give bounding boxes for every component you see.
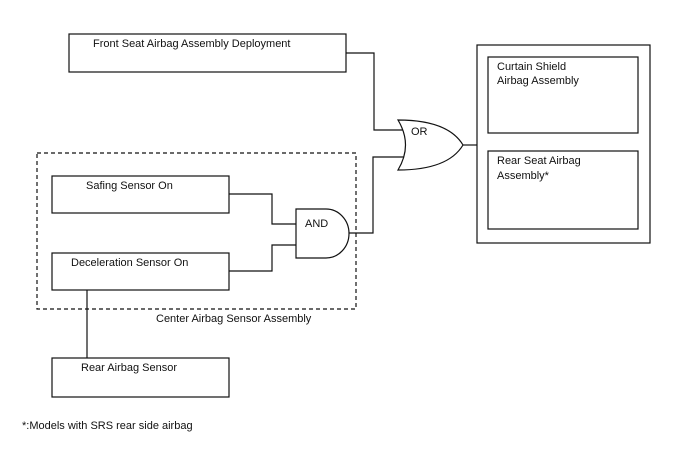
curtain-shield-airbag-box <box>487 56 639 134</box>
center-sensor-assembly-label: Center Airbag Sensor Assembly <box>156 313 312 325</box>
rear-airbag-sensor-box <box>51 357 230 398</box>
rear-seat-airbag-box <box>487 150 639 230</box>
wire-and-to-or <box>349 156 404 234</box>
safing-sensor-box <box>51 175 230 214</box>
rear-seat-label-line1: Rear Seat Airbag <box>497 155 581 167</box>
or-gate-label: OR <box>411 126 428 138</box>
rear-seat-label-line2: Assembly* <box>497 170 550 182</box>
safing-sensor-label: Safing Sensor On <box>86 180 173 192</box>
rear-airbag-sensor-label: Rear Airbag Sensor <box>81 362 177 374</box>
front-seat-airbag-label: Front Seat Airbag Assembly Deployment <box>93 38 290 50</box>
wire-deceleration-to-and <box>229 244 296 272</box>
curtain-shield-label-line1: Curtain Shield <box>497 61 566 73</box>
or-gate <box>396 119 464 171</box>
front-seat-airbag-box <box>68 33 347 73</box>
and-gate <box>295 208 350 259</box>
curtain-shield-label-line2: Airbag Assembly <box>497 75 579 87</box>
center-sensor-assembly-group <box>36 152 357 310</box>
wire-safing-to-and <box>229 193 296 225</box>
deceleration-sensor-label: Deceleration Sensor On <box>71 257 188 269</box>
wire-front-to-or <box>346 52 404 131</box>
footnote: *:Models with SRS rear side airbag <box>22 420 193 432</box>
and-gate-label: AND <box>305 218 328 230</box>
